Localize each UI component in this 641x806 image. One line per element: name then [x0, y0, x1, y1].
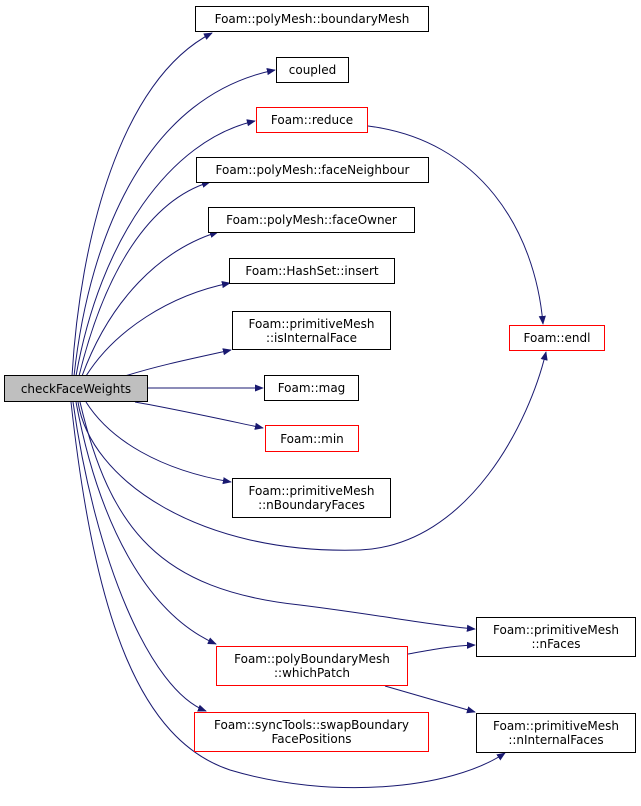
node-min-label: Foam::min [280, 431, 344, 446]
node-hashset-insert[interactable]: Foam::HashSet::insert [229, 258, 395, 284]
node-n-boundary-faces-label-2: ::nBoundaryFaces [258, 498, 365, 512]
node-mag[interactable]: Foam::mag [264, 375, 359, 401]
node-which-patch-label-1: Foam::polyBoundaryMesh [234, 652, 390, 666]
node-n-faces-label-2: ::nFaces [531, 637, 581, 651]
node-swap-boundary-label-1: Foam::syncTools::swapBoundary [214, 718, 409, 732]
node-face-owner[interactable]: Foam::polyMesh::faceOwner [208, 207, 415, 233]
node-check-face-weights: checkFaceWeights [4, 375, 148, 402]
edge-root-isInternalFace [124, 348, 232, 377]
edge-root-min [134, 401, 264, 430]
edge-root-nBoundaryFaces [85, 401, 232, 485]
node-is-internal-face-label-2: ::isInternalFace [265, 330, 358, 345]
node-n-boundary-faces[interactable]: Foam::primitiveMesh::nBoundaryFaces [232, 478, 391, 518]
node-n-faces-label-1: Foam::primitiveMesh [493, 623, 619, 637]
node-face-neighbour[interactable]: Foam::polyMesh::faceNeighbour [196, 157, 429, 183]
node-which-patch-label-2: ::whichPatch [273, 666, 350, 680]
node-mag-label: Foam::mag [277, 381, 346, 395]
edge-reduce-endl [367, 125, 546, 325]
edge-root-insert [85, 281, 231, 377]
edge-root-nInternalFaces [70, 401, 506, 789]
node-endl-label: Foam::endl [523, 331, 591, 345]
edge-root-swapBoundary [72, 401, 207, 712]
node-boundary-mesh[interactable]: Foam::polyMesh::boundaryMesh [195, 6, 429, 32]
node-face-owner-label: Foam::polyMesh::faceOwner [226, 213, 397, 227]
node-hashset-insert-label: Foam::HashSet::insert [245, 264, 379, 278]
node-which-patch[interactable]: Foam::polyBoundaryMesh::whichPatch [216, 646, 408, 686]
edge-root-coupled [73, 68, 276, 377]
node-n-internal-faces-label-2: ::nInternalFaces [508, 733, 604, 747]
node-n-internal-faces[interactable]: Foam::primitiveMesh::nInternalFaces [476, 713, 636, 753]
node-check-face-weights-label: checkFaceWeights [20, 381, 132, 396]
node-reduce[interactable]: Foam::reduce [256, 107, 368, 133]
node-is-internal-face-label-1: Foam::primitiveMesh [248, 316, 375, 331]
node-n-internal-faces-label-1: Foam::primitiveMesh [493, 719, 619, 733]
edge-root-faceOwner [81, 230, 219, 377]
node-endl[interactable]: Foam::endl [509, 325, 605, 351]
node-is-internal-face[interactable]: Foam::primitiveMesh::isInternalFace [232, 311, 391, 350]
edge-whichPatch-nFaces [407, 641, 476, 655]
node-swap-boundary-label-2: FacePositions [271, 732, 352, 746]
edge-root-endl [77, 351, 548, 551]
node-n-faces[interactable]: Foam::primitiveMesh::nFaces [476, 617, 636, 657]
node-min[interactable]: Foam::min [265, 425, 359, 452]
node-reduce-label: Foam::reduce [270, 113, 354, 127]
edge-root-whichPatch [75, 401, 217, 645]
edge-root-boundaryMesh [71, 32, 213, 377]
edge-root-nFaces [79, 401, 476, 632]
node-n-boundary-faces-label-1: Foam::primitiveMesh [248, 484, 375, 498]
node-face-neighbour-label: Foam::polyMesh::faceNeighbour [215, 163, 410, 177]
node-coupled-label: coupled [288, 63, 337, 77]
node-boundary-mesh-label: Foam::polyMesh::boundaryMesh [214, 12, 410, 26]
node-coupled[interactable]: coupled [276, 57, 349, 83]
edge-whichPatch-nInternalFaces [384, 685, 476, 714]
edge-root-reduce [75, 119, 256, 377]
edge-root-faceNeighbour [78, 180, 211, 377]
